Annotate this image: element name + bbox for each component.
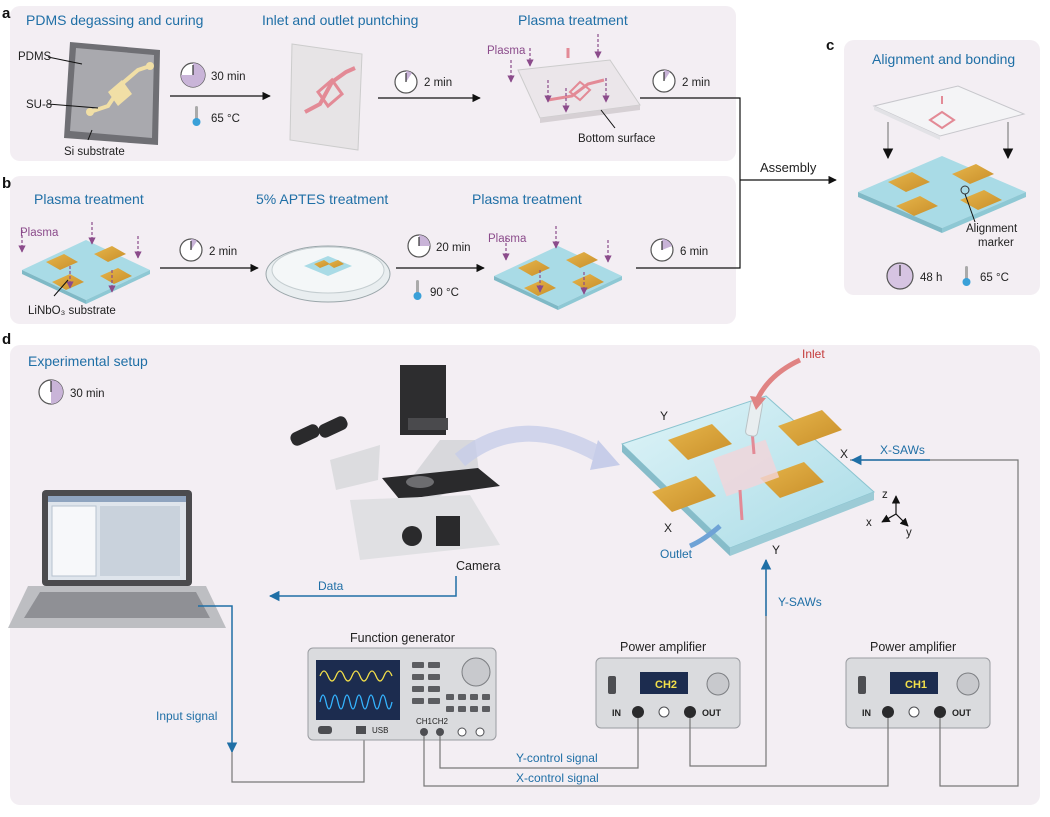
clock-icon [407, 234, 431, 258]
thermometer-icon [413, 280, 422, 300]
assembly-label: Assembly [760, 160, 817, 175]
panel-c-temp: 65 °C [980, 272, 1009, 284]
step-b2-temp: 90 °C [430, 287, 459, 299]
clock-icon [180, 62, 206, 88]
label-input-signal: Input signal [156, 709, 217, 723]
label-idt-x-left: X [664, 521, 672, 535]
label-x-saws: X-SAWs [880, 443, 925, 457]
clock-icon [652, 69, 676, 93]
step-b2-time: 20 min [436, 242, 471, 254]
amp2-in: IN [862, 708, 871, 718]
label-plasma-a: Plasma [487, 45, 526, 57]
label-data: Data [318, 579, 344, 593]
panel-d-time: 30 min [70, 388, 105, 400]
label-inlet: Inlet [802, 347, 825, 361]
pdms-mold-illustration [64, 42, 160, 145]
step-a2-time: 2 min [424, 77, 452, 89]
thermometer-icon [962, 266, 971, 286]
clock-icon [179, 238, 203, 262]
step-a2-title: Inlet and outlet puntching [262, 12, 418, 28]
label-si-substrate: Si substrate [64, 146, 125, 158]
panel-letter-d: d [2, 331, 11, 348]
plasma-arrows [507, 34, 610, 113]
step-b2-title: 5% APTES treatment [256, 191, 388, 207]
step-a1-time: 30 min [211, 71, 246, 83]
clock-icon [38, 379, 64, 405]
plasma-treated-substrate-illustration [494, 246, 622, 310]
label-plasma-b3: Plasma [488, 233, 527, 245]
alignment-bonding-illustration [858, 85, 1026, 233]
step-a1-temp: 65 °C [211, 113, 240, 125]
microscope-to-chip-arrow [454, 425, 604, 467]
label-camera: Camera [456, 559, 501, 573]
label-pdms: PDMS [18, 51, 52, 63]
alignment-marker-label-1: Alignment [966, 223, 1018, 235]
saw-device-illustration [621, 395, 875, 556]
amp2-out: OUT [952, 708, 972, 718]
label-su8: SU-8 [26, 99, 52, 111]
panel-d-title: Experimental setup [28, 353, 148, 369]
axis-label-z: z [882, 489, 888, 501]
step-a3-time: 2 min [682, 77, 710, 89]
panel-c-title: Alignment and bonding [872, 51, 1015, 67]
panel-letter-c: c [826, 37, 834, 54]
clock-icon [650, 238, 674, 262]
axis-label-x: x [866, 517, 872, 529]
label-y-control-signal: Y-control signal [516, 751, 598, 765]
clock-icon [886, 262, 914, 290]
plasma-arrows [502, 226, 612, 295]
label-y-saws: Y-SAWs [778, 595, 822, 609]
panel-letter-b: b [2, 175, 11, 192]
punched-pdms-illustration [289, 43, 363, 151]
label-usb: USB [372, 726, 388, 735]
outlet-arrow [688, 524, 722, 549]
thermometer-icon [192, 106, 201, 126]
label-ch1: CH1 [416, 717, 433, 726]
plasma-treated-pdms-illustration [517, 48, 641, 123]
step-a1-title: PDMS degassing and curing [26, 12, 203, 28]
petri-dish-illustration [265, 245, 391, 303]
label-linbo3-substrate: LiNbO₃ substrate [28, 305, 116, 317]
inlet-arrow [755, 357, 802, 400]
label-power-amplifier-1: Power amplifier [620, 640, 706, 654]
clock-icon [394, 70, 418, 94]
function-generator [307, 647, 497, 741]
power-amplifier-1 [595, 657, 741, 729]
step-a3-title: Plasma treatment [518, 12, 628, 28]
label-outlet: Outlet [660, 547, 693, 561]
step-b1-time: 2 min [209, 246, 237, 258]
label-x-control-signal: X-control signal [516, 771, 599, 785]
alignment-marker-label-2: marker [978, 237, 1014, 249]
label-idt-x-right: X [840, 447, 848, 461]
axis-label-y: y [906, 527, 912, 539]
label-function-generator: Function generator [350, 631, 455, 645]
label-idt-y-bottom: Y [772, 543, 780, 557]
step-b3-title: Plasma treatment [472, 191, 582, 207]
panel-a-background [10, 6, 736, 161]
microscope-illustration [290, 365, 500, 560]
linbo3-substrate-illustration [22, 240, 150, 304]
label-ch2: CH2 [432, 717, 449, 726]
step-b1-title: Plasma treatment [34, 191, 144, 207]
panel-c-time: 48 h [920, 272, 942, 284]
plasma-arrows [18, 222, 142, 293]
amp2-display: CH1 [905, 679, 927, 691]
amp1-out: OUT [702, 708, 722, 718]
label-power-amplifier-2: Power amplifier [870, 640, 956, 654]
label-plasma-b1: Plasma [20, 227, 59, 239]
laptop-illustration [8, 490, 226, 628]
label-idt-y-top: Y [660, 409, 668, 423]
power-amplifier-2 [845, 657, 991, 729]
amp1-in: IN [612, 708, 621, 718]
amp1-display: CH2 [655, 679, 677, 691]
coordinate-axes [881, 495, 909, 527]
label-bottom-surface: Bottom surface [578, 133, 655, 145]
step-b3-time: 6 min [680, 246, 708, 258]
panel-letter-a: a [2, 5, 11, 22]
